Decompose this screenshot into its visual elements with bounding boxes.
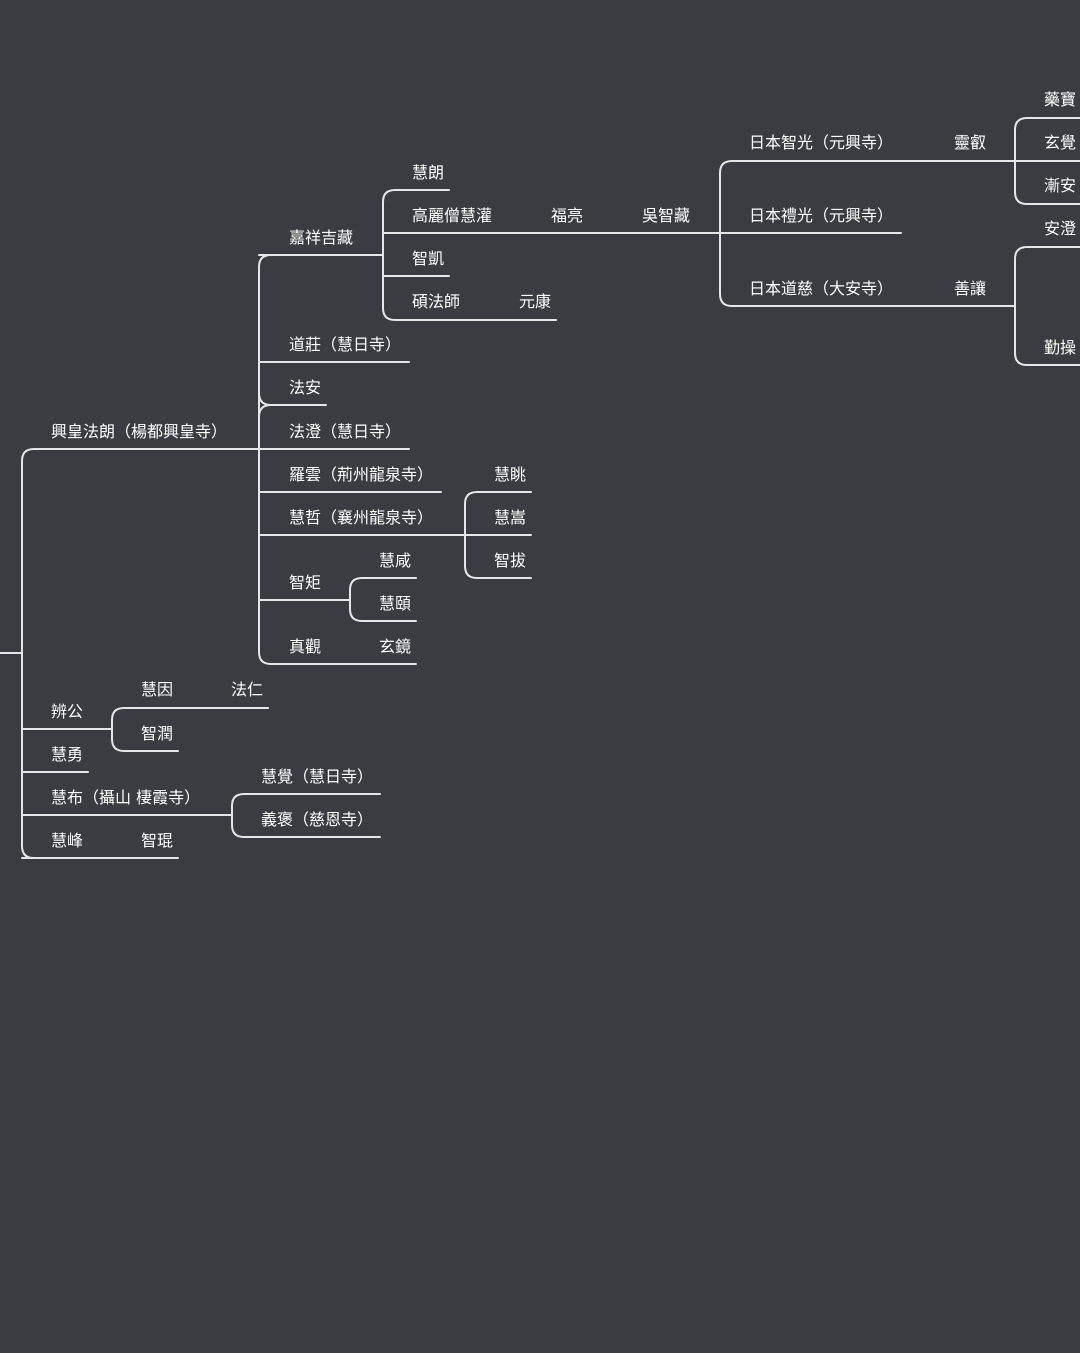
node-n_zhirun[interactable]: 智潤: [141, 724, 174, 743]
node-n_facheng[interactable]: 法澄（慧日寺）: [289, 422, 402, 441]
node-n_shanrang[interactable]: 善讓: [954, 279, 987, 298]
connector-line: [464, 491, 532, 579]
node-n_jixiang[interactable]: 嘉祥吉藏: [289, 228, 354, 247]
node-n_huiyin[interactable]: 慧因: [141, 680, 174, 699]
node-n_gaoli[interactable]: 高麗僧慧灌: [412, 206, 493, 225]
node-n_zhiju[interactable]: 智矩: [289, 573, 322, 592]
node-n_huiyong[interactable]: 慧勇: [51, 745, 84, 764]
connector-line: [258, 392, 327, 418]
connector-line: [231, 793, 381, 838]
node-n_huiyi[interactable]: 慧頤: [379, 594, 412, 613]
root-node[interactable]: 興皇法朗（楊都興皇寺）: [51, 422, 228, 441]
node-n_riben_liguang[interactable]: 日本禮光（元興寺）: [749, 206, 894, 225]
node-n_qincao[interactable]: 勤操: [1044, 338, 1077, 357]
node-n_yuankang[interactable]: 元康: [519, 292, 552, 311]
node-n_zhikai[interactable]: 智凱: [412, 249, 445, 268]
node-n_huitiao[interactable]: 慧眺: [494, 465, 527, 484]
node-n_fuliang[interactable]: 福亮: [551, 206, 584, 225]
node-n_daozhuang[interactable]: 道莊（慧日寺）: [289, 335, 402, 354]
node-n_shuofashi[interactable]: 碩法師: [412, 292, 461, 311]
node-n_ancheng[interactable]: 安澄: [1044, 219, 1077, 238]
connector-line: [111, 707, 179, 752]
node-n_huisong[interactable]: 慧嵩: [494, 508, 527, 527]
node-n_xuanjue[interactable]: 玄覺: [1044, 133, 1077, 152]
node-n_huibu[interactable]: 慧布（攝山 棲霞寺）: [51, 788, 201, 807]
node-n_biangong[interactable]: 辨公: [51, 702, 84, 721]
connector-line: [21, 448, 236, 859]
node-n_lingrui[interactable]: 靈叡: [954, 133, 987, 152]
connector-line: [719, 160, 1016, 307]
node-n_zhenguan[interactable]: 真觀: [289, 637, 322, 656]
connector-line: [1014, 117, 1080, 205]
node-n_faan[interactable]: 法安: [289, 378, 322, 397]
node-n_zhiba[interactable]: 智拔: [494, 551, 527, 570]
node-n_huizhe[interactable]: 慧哲（襄州龍泉寺）: [289, 508, 434, 527]
connector-line: [382, 189, 557, 321]
node-n_huixian[interactable]: 慧咸: [379, 551, 412, 570]
connector-line: [1014, 246, 1080, 366]
node-n_huifeng[interactable]: 慧峰: [51, 831, 84, 850]
node-n_wuzhizang[interactable]: 吳智藏: [642, 206, 691, 225]
connector-line: [349, 577, 417, 622]
node-n_huilang[interactable]: 慧朗: [412, 163, 445, 182]
node-n_jianan[interactable]: 漸安: [1044, 176, 1077, 195]
node-n_zhikun[interactable]: 智琨: [141, 831, 174, 850]
connector-line: [258, 254, 417, 665]
node-n_huijue[interactable]: 慧覺（慧日寺）: [261, 767, 374, 786]
node-n_yibao[interactable]: 義褒（慈恩寺）: [261, 810, 374, 829]
node-n_riben_daoci[interactable]: 日本道慈（大安寺）: [749, 279, 894, 298]
node-n_riben_zhiguang[interactable]: 日本智光（元興寺）: [749, 133, 894, 152]
node-n_faren[interactable]: 法仁: [231, 680, 264, 699]
node-n_yaobao[interactable]: 藥寶: [1044, 90, 1077, 109]
node-n_xuanjing[interactable]: 玄鏡: [379, 637, 412, 656]
node-n_luoyun[interactable]: 羅雲（荊州龍泉寺）: [289, 465, 434, 484]
